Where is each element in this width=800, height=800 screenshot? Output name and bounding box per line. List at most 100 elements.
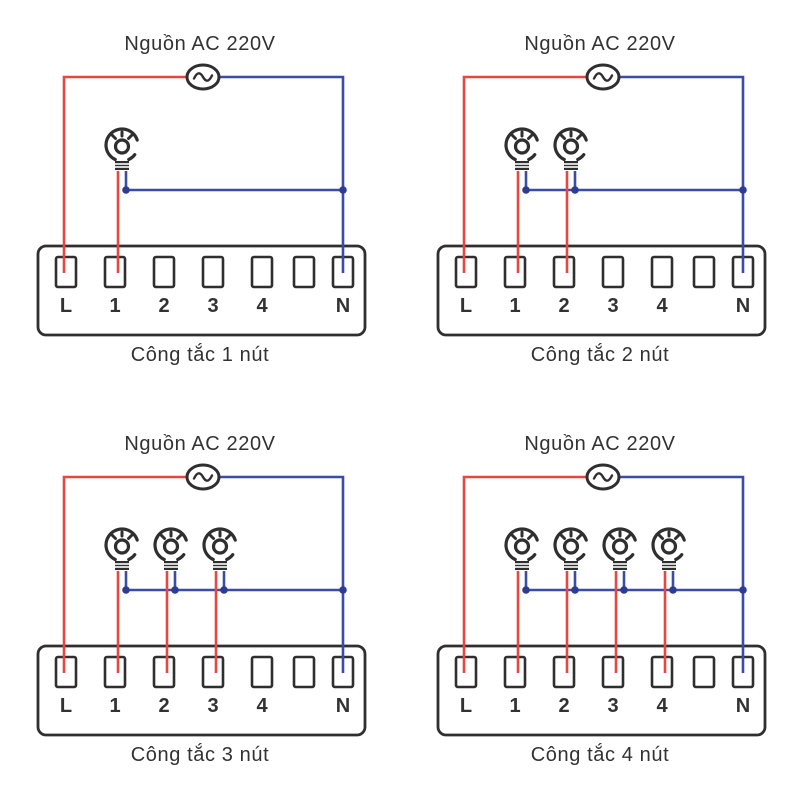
bulb-ray: [510, 533, 517, 540]
terminal-block: [436, 644, 767, 737]
bulb-outline: [674, 553, 684, 562]
terminal-label-4: 4: [656, 695, 668, 717]
terminal-slot-3: [201, 255, 225, 289]
terminal-label-1: 1: [109, 695, 120, 717]
terminal-slot-4: [650, 255, 674, 289]
neutral-wire-main: [619, 75, 745, 273]
terminal-label-4: 4: [256, 695, 268, 717]
terminal-label-4: 4: [656, 295, 668, 317]
terminal-slot-2: [552, 255, 576, 289]
bulb-screw-base: [613, 561, 627, 570]
bulb-filament: [611, 538, 629, 555]
bulb-ray: [159, 533, 166, 540]
bulb-ray: [510, 133, 517, 140]
bulb-outline: [576, 553, 586, 562]
terminal-label-L: L: [460, 695, 472, 717]
live-wire-main: [62, 475, 187, 673]
bulb-ray: [559, 533, 566, 540]
terminal-label-L: L: [460, 295, 472, 317]
bulb-outline: [202, 527, 237, 562]
terminal-slot-4: [650, 655, 674, 689]
terminal-label-1: 1: [109, 295, 120, 317]
junction-dot: [571, 586, 579, 594]
neutral-wire-main: [619, 475, 745, 673]
bulb-outline: [153, 527, 188, 562]
terminal-label-2: 2: [558, 695, 569, 717]
light-bulb-icon: [651, 527, 686, 570]
bulb-ray: [527, 133, 534, 140]
terminal-slot-4: [250, 655, 274, 689]
terminal-slot-3: [201, 655, 225, 689]
bulb-ray: [127, 133, 134, 140]
terminal-label-3: 3: [207, 295, 218, 317]
ac-sine-wave-source-icon: [185, 463, 221, 491]
terminal-label-3: 3: [607, 295, 618, 317]
bulb-screw-base: [115, 161, 129, 170]
terminal-label-N: N: [736, 295, 750, 317]
bulb-outline: [127, 153, 137, 162]
terminal-slot-1: [503, 255, 527, 289]
bulb-outline: [127, 553, 137, 562]
bulb-outline: [553, 527, 588, 562]
light-bulb-icon: [553, 127, 588, 170]
bulb-screw-base: [213, 561, 227, 570]
terminal-label-2: 2: [158, 295, 169, 317]
terminal-label-3: 3: [207, 695, 218, 717]
light-bulb-icon: [602, 527, 637, 570]
bulb-filament: [162, 538, 180, 555]
bulb-ray: [176, 533, 183, 540]
bulb-screw-base: [115, 561, 129, 570]
junction-dot: [620, 586, 628, 594]
bulb-ray: [527, 533, 534, 540]
terminal-label-N: N: [736, 695, 750, 717]
bulb-filament: [562, 538, 580, 555]
sine-wave-glyph: [592, 72, 614, 82]
terminal-slot-1: [103, 255, 127, 289]
bulb-filament: [660, 538, 678, 555]
terminal-label-L: L: [60, 695, 72, 717]
bulb-outline: [576, 153, 586, 162]
terminal-label-2: 2: [558, 295, 569, 317]
junction-dot: [122, 186, 130, 194]
bulb-ray: [208, 533, 215, 540]
terminal-block: [36, 644, 367, 737]
terminal-slot-L: [54, 655, 78, 689]
bulb-ray: [110, 133, 117, 140]
bulb-outline: [176, 553, 186, 562]
terminal-block: [436, 244, 767, 337]
bulb-filament: [211, 538, 229, 555]
light-bulb-icon: [504, 527, 539, 570]
bulb-screw-base: [564, 161, 578, 170]
bulb-outline: [504, 527, 539, 562]
source-voltage-label: Nguồn AC 220V: [124, 433, 276, 455]
bulb-outline: [504, 127, 539, 162]
ac-sine-wave-source-icon: [185, 63, 221, 91]
terminal-slot-1: [103, 655, 127, 689]
terminal-slot-blank: [692, 255, 716, 289]
bulb-screw-base: [662, 561, 676, 570]
terminal-slot-blank: [692, 655, 716, 689]
bulb-outline: [527, 553, 537, 562]
junction-dot: [339, 186, 347, 194]
bulb-ray: [625, 533, 632, 540]
terminal-slot-blank: [292, 255, 316, 289]
bulb-filament: [113, 138, 131, 155]
bulb-filament: [562, 138, 580, 155]
neutral-wire-main: [219, 75, 345, 273]
terminal-slot-1: [503, 655, 527, 689]
junction-dot: [339, 586, 347, 594]
junction-dot: [571, 186, 579, 194]
switch-caption: Công tắc 1 nút: [130, 344, 270, 366]
switch-caption: Công tắc 4 nút: [530, 744, 670, 766]
bulb-outline: [651, 527, 686, 562]
live-wire-main: [62, 75, 187, 273]
bulb-ray: [559, 133, 566, 140]
bulb-screw-base: [164, 561, 178, 570]
